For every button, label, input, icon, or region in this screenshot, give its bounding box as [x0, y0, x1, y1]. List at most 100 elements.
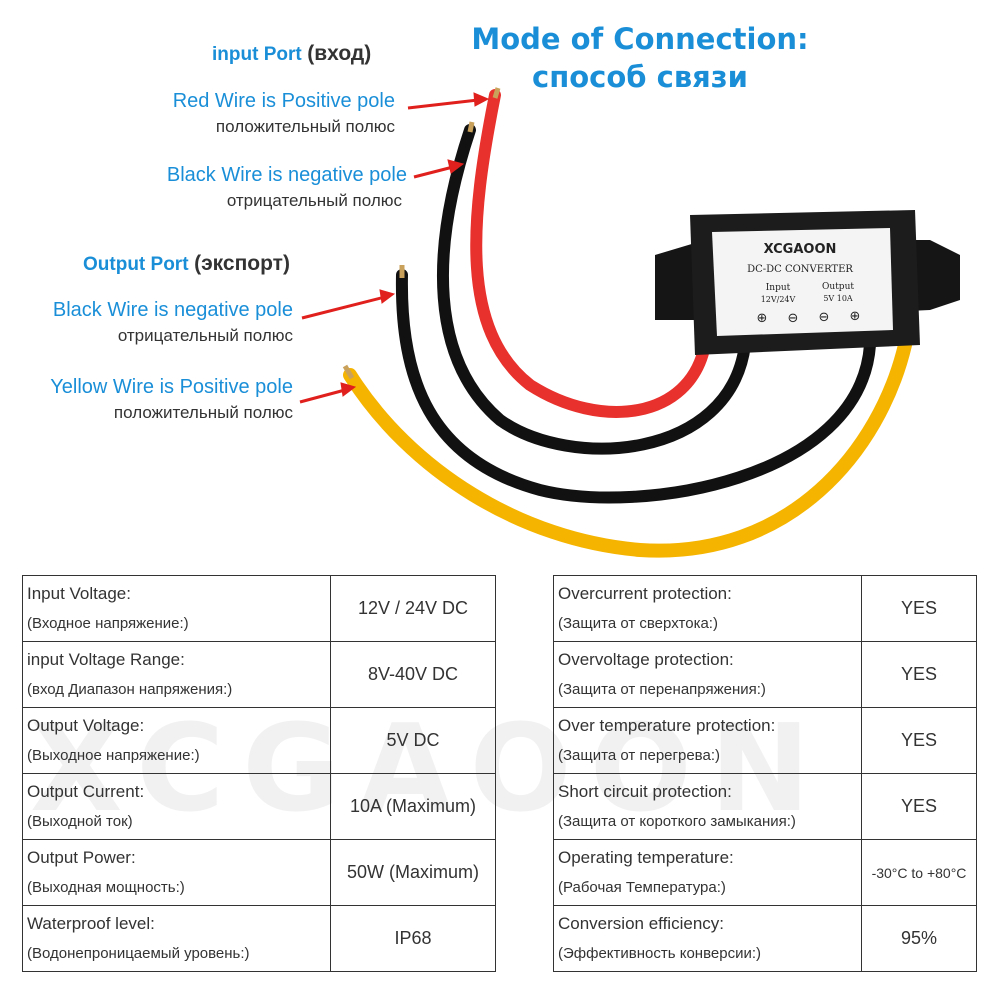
- spec-label-ru: (Входное напряжение:): [27, 615, 189, 632]
- spec-label-en: Output Power:: [27, 848, 136, 867]
- spec-gap: [495, 641, 554, 708]
- spec-row: input Voltage Range:(вход Диапазон напря…: [22, 641, 977, 708]
- spec-label: Overvoltage protection:(Защита от перена…: [553, 641, 862, 708]
- arrow-yellow: [299, 382, 357, 404]
- spec-label: Output Voltage: (Выходное напряжение:): [22, 707, 331, 774]
- spec-label-ru: (Защита от перегрева:): [558, 747, 720, 764]
- arrow-black-output: [301, 289, 396, 320]
- spec-label-ru: (Выходное напряжение:): [27, 747, 200, 764]
- spec-table: Input Voltage: (Входное напряжение:) 12V /…: [22, 575, 977, 972]
- device-brand: XCGAOON: [764, 242, 837, 257]
- yellow-wire-en: Yellow Wire is Positive pole: [50, 376, 293, 398]
- spec-row: Input Voltage: (Входное напряжение:) 12V /…: [22, 575, 977, 642]
- title-en: Mode of Connection:: [471, 22, 809, 56]
- spec-label-ru: (Выходная мощность:): [27, 879, 185, 896]
- input-port-ru: (вход): [307, 42, 372, 65]
- spec-label: Over temperature protection: (Защита от п…: [553, 707, 862, 774]
- spec-label-en: input Voltage Range:: [27, 650, 185, 669]
- red-wire-en: Red Wire is Positive pole: [172, 90, 395, 112]
- red-wire-ru: положительный полюс: [215, 117, 395, 136]
- spec-label-en: Output Current:: [27, 782, 145, 801]
- black-output-en: Black Wire is negative pole: [52, 299, 293, 321]
- device-input-label: Input: [766, 283, 791, 293]
- plus-icon: ⊕: [850, 309, 861, 324]
- spec-value: YES: [861, 773, 977, 840]
- red-wire: [470, 89, 711, 418]
- spec-value: 10A (Maximum): [330, 773, 496, 840]
- device-model: DC-DC CONVERTER: [747, 264, 853, 275]
- spec-label: Operating temperature: (Рабочая Температу…: [553, 839, 862, 906]
- spec-label-en: Operating temperature:: [558, 848, 734, 867]
- spec-label-en: Short circuit protection:: [558, 782, 732, 801]
- arrow-red-wire: [407, 92, 490, 110]
- spec-value: -30°C to +80°C: [861, 839, 977, 906]
- input-port-label: input Port (вход): [212, 42, 371, 66]
- spec-value: YES: [861, 641, 977, 708]
- red-wire-annotation: Red Wire is Positive pole положительный …: [100, 90, 395, 137]
- black-output-annotation: Black Wire is negative pole отрицательны…: [0, 299, 293, 346]
- spec-label-en: Overcurrent protection:: [558, 584, 732, 603]
- black-input-ru: отрицательный полюс: [226, 191, 402, 210]
- spec-value: YES: [861, 575, 977, 642]
- spec-value: 12V / 24V DC: [330, 575, 496, 642]
- black-output-wire: [395, 269, 876, 504]
- spec-value: 50W (Maximum): [330, 839, 496, 906]
- red-wire-tip: [492, 87, 501, 99]
- spec-label: Output Current: (Выходной ток): [22, 773, 331, 840]
- spec-label-en: Input Voltage:: [27, 584, 131, 603]
- title-ru: способ связи: [532, 60, 748, 94]
- spec-label: Overcurrent protection: (Защита от сверхт…: [553, 575, 862, 642]
- spec-value: 8V-40V DC: [330, 641, 496, 708]
- black-output-ru: отрицательный полюс: [117, 326, 293, 345]
- device-input-value: 12V/24V: [761, 295, 796, 304]
- spec-label-ru: (Водонепроницаемый уровень:): [27, 945, 250, 962]
- spec-value: 95%: [861, 905, 977, 972]
- output-port-ru: (экспорт): [194, 252, 290, 275]
- spec-gap: [495, 905, 554, 972]
- spec-gap: [495, 707, 554, 774]
- spec-label: Short circuit protection: (Защита от коро…: [553, 773, 862, 840]
- yellow-wire-ru: положительный полюс: [113, 403, 293, 422]
- black-input-annotation: Black Wire is negative pole отрицательны…: [100, 164, 407, 211]
- spec-value: 5V DC: [330, 707, 496, 774]
- minus-icon: ⊖: [788, 311, 799, 326]
- input-port-en: input Port: [212, 44, 302, 65]
- product-photo: XCGAOON DC-DC CONVERTER Input 12V/24V Ou…: [299, 87, 960, 558]
- spec-label: Waterproof level: (Водонепроницаемый уров…: [22, 905, 331, 972]
- spec-label-ru: (Выходной ток): [27, 813, 133, 830]
- spec-row: Output Power: (Выходная мощность:) 50W (Ma…: [22, 839, 977, 906]
- spec-label-en: Waterproof level:: [27, 914, 155, 933]
- output-port-en: Output Port: [83, 254, 189, 275]
- black-input-wire-tip: [467, 121, 475, 133]
- spec-label: input Voltage Range:(вход Диапазон напря…: [22, 641, 331, 708]
- page-title: Mode of Connection: способ связи: [470, 22, 810, 94]
- converter-label: [712, 228, 893, 336]
- spec-row: Output Voltage: (Выходное напряжение:) 5V …: [22, 707, 977, 774]
- spec-value: YES: [861, 707, 977, 774]
- spec-gap: [495, 773, 554, 840]
- plus-icon: ⊕: [757, 311, 768, 326]
- spec-label: Output Power: (Выходная мощность:): [22, 839, 331, 906]
- spec-value: IP68: [330, 905, 496, 972]
- arrow-black-input: [413, 159, 465, 179]
- device-output-value: 5V 10A: [823, 294, 853, 303]
- minus-icon: ⊖: [819, 310, 830, 325]
- spec-label-ru: (Рабочая Температура:): [558, 879, 726, 896]
- spec-label: Conversion efficiency: (Эффективность кон…: [553, 905, 862, 972]
- black-input-en: Black Wire is negative pole: [166, 164, 407, 186]
- spec-label-en: Overvoltage protection:: [558, 650, 734, 669]
- spec-label-en: Output Voltage:: [27, 716, 145, 735]
- spec-label-ru: (Защита от короткого замыкания:): [558, 813, 796, 830]
- yellow-wire: [343, 338, 912, 558]
- spec-row: Output Current: (Выходной ток) 10A (Maximu…: [22, 773, 977, 840]
- spec-label-en: Conversion efficiency:: [558, 914, 724, 933]
- spec-row: Waterproof level: (Водонепроницаемый уров…: [22, 905, 977, 972]
- black-input-wire: [436, 124, 751, 455]
- device-output-label: Output: [822, 282, 854, 292]
- spec-gap: [495, 575, 554, 642]
- spec-label-ru: (Эффективность конверсии:): [558, 945, 761, 962]
- spec-label-ru: (Защита от сверхтока:): [558, 615, 718, 632]
- output-port-label: Output Port (экспорт): [83, 252, 290, 276]
- spec-label: Input Voltage: (Входное напряжение:): [22, 575, 331, 642]
- spec-label-en: Over temperature protection:: [558, 716, 776, 735]
